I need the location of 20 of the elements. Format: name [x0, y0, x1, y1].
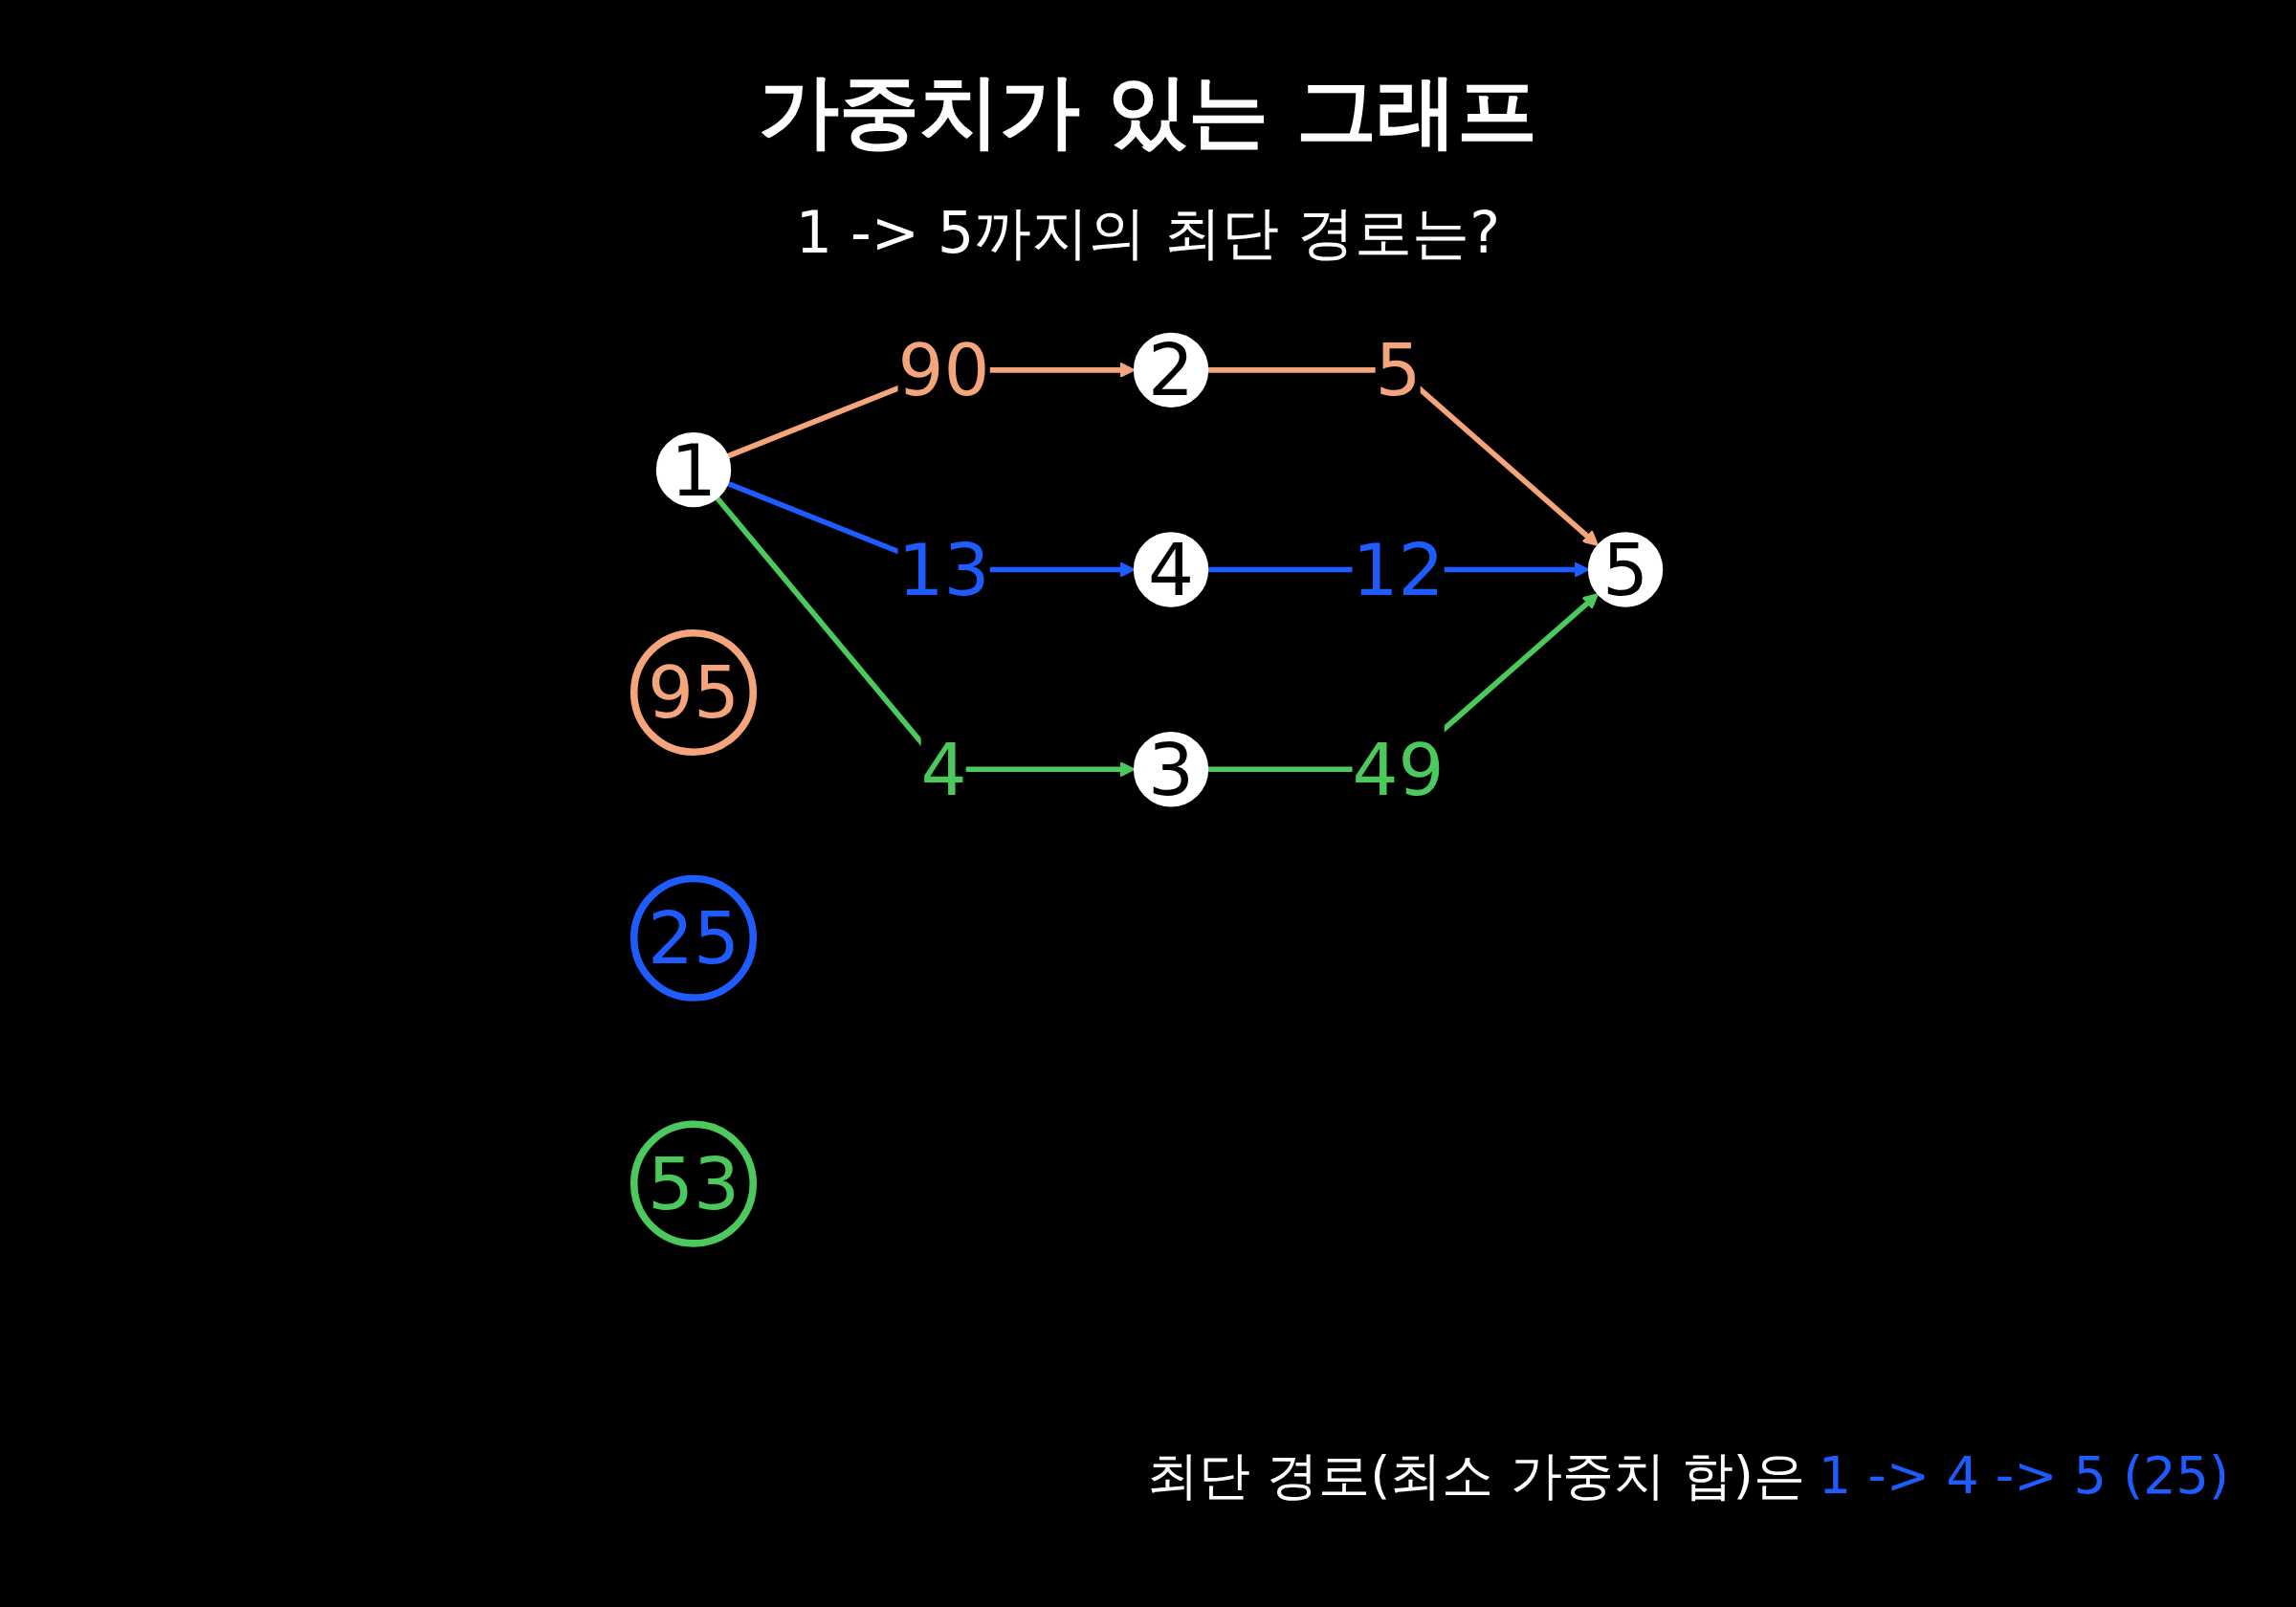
- node-circle: 95: [629, 628, 758, 756]
- edge-label: 13: [897, 528, 990, 611]
- title: 가중치가 있는 그래프: [757, 63, 1539, 160]
- edge-label: 5: [1375, 328, 1422, 412]
- node-circle: 3: [1133, 732, 1209, 807]
- result-path: 1 -> 4 -> 5 (25): [1818, 1445, 2229, 1506]
- node-circle: 5: [1587, 532, 1664, 607]
- node-circle: 53: [629, 1120, 758, 1247]
- arrow: [1207, 366, 1600, 547]
- edge-label: 90: [897, 328, 990, 412]
- node-circle: 4: [1133, 532, 1209, 607]
- result-note: 최단 경로(최소 가중치 합)은: [1147, 1445, 1805, 1506]
- node-circle: 25: [629, 874, 758, 1002]
- edge-label: 49: [1352, 727, 1445, 811]
- node-circle: 2: [1133, 332, 1209, 407]
- subtitle: 1 -> 5까지의 최단 경로는?: [794, 198, 1502, 268]
- arrow: [715, 495, 1136, 778]
- edge-label: 12: [1352, 528, 1445, 611]
- edge-label: 4: [920, 727, 967, 811]
- node-circle: 1: [655, 432, 732, 508]
